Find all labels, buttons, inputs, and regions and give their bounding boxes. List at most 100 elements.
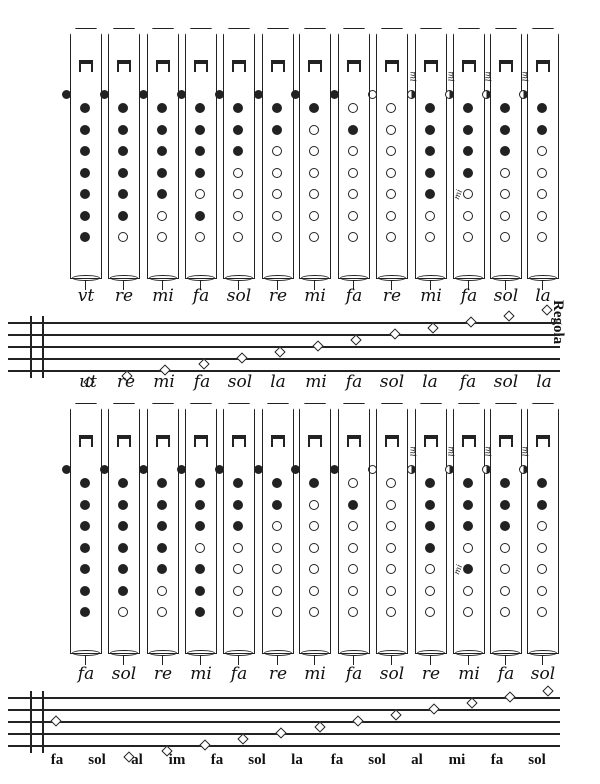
recorder-window <box>156 435 170 439</box>
syllable-upper: fa <box>77 664 95 684</box>
finger-hole-6 <box>463 585 473 596</box>
recorder-window-edge <box>206 62 208 72</box>
finger-hole-1 <box>500 478 510 488</box>
recorder-window-edge <box>347 437 349 447</box>
syllable-upper: re <box>153 664 173 684</box>
staff-line <box>25 358 560 360</box>
recorder-stem <box>314 655 316 665</box>
clef-line <box>8 697 28 699</box>
thumb-hole <box>254 465 263 474</box>
recorder-head <box>490 403 522 433</box>
finger-hole-7 <box>537 607 547 617</box>
thumb-hole <box>482 90 491 99</box>
recorder-head <box>453 403 485 433</box>
syllable-lower: fa <box>210 752 224 768</box>
recorder-stem <box>238 280 240 290</box>
staff-line <box>25 733 560 735</box>
finger-hole-5 <box>500 564 510 574</box>
thumb-hole <box>445 465 454 474</box>
recorder-window-edge <box>194 62 196 72</box>
finger-hole-1 <box>309 478 319 488</box>
finger-hole-6 <box>157 585 167 596</box>
recorder-7 <box>291 28 331 290</box>
recorder-window <box>117 60 131 64</box>
finger-hole-4 <box>463 167 473 178</box>
finger-hole-7 <box>80 607 90 617</box>
finger-hole-4 <box>157 167 167 178</box>
syllable-lower: im <box>168 752 186 768</box>
finger-hole-3 <box>233 521 243 531</box>
recorder-window-edge <box>91 62 93 72</box>
recorder-9 <box>368 403 408 665</box>
clef-bar <box>42 316 44 378</box>
syllable-upper: fa <box>192 286 210 306</box>
finger-hole-4 <box>309 167 319 178</box>
recorder-3 <box>139 28 179 290</box>
staff-note <box>350 334 363 346</box>
finger-hole-7 <box>463 232 473 242</box>
finger-hole-7 <box>500 607 510 617</box>
recorder-stem <box>238 655 240 665</box>
thumb-mark: mi <box>446 71 456 82</box>
staff-note <box>237 733 249 745</box>
recorder-head <box>376 28 408 58</box>
recorder-window-edge <box>156 437 158 447</box>
recorder-head <box>338 403 370 433</box>
finger-hole-5 <box>118 564 128 574</box>
clef-line <box>8 733 28 735</box>
finger-hole-2 <box>272 499 282 510</box>
recorder-10: mi <box>407 28 447 290</box>
finger-hole-2 <box>195 124 205 135</box>
recorder-window-edge <box>232 62 234 72</box>
clef-line <box>8 370 28 372</box>
recorder-head <box>223 403 255 433</box>
recorder-8 <box>330 28 370 290</box>
thumb-hole <box>407 90 416 99</box>
finger-hole-4 <box>425 542 435 553</box>
recorder-stem <box>430 655 432 665</box>
recorder-window <box>271 60 285 64</box>
recorder-window-edge <box>499 437 501 447</box>
finger-hole-7 <box>309 232 319 242</box>
staff-note <box>388 328 401 340</box>
thumb-hole <box>139 465 148 474</box>
thumb-hole <box>215 90 224 99</box>
recorder-stem <box>123 280 125 290</box>
thumb-hole <box>330 90 339 99</box>
recorder-stem <box>277 280 279 290</box>
finger-hole-2 <box>118 499 128 510</box>
thumb-hole <box>177 90 186 99</box>
recorder-window-edge <box>397 62 399 72</box>
clef-line <box>8 358 28 360</box>
finger-hole-2 <box>118 124 128 135</box>
recorder-head <box>108 28 140 58</box>
staff-note <box>542 685 554 697</box>
recorder-window-edge <box>117 62 119 72</box>
finger-hole-7 <box>386 232 396 242</box>
finger-hole-2 <box>348 124 358 135</box>
finger-hole-7 <box>195 232 205 242</box>
recorder-window-edge <box>474 62 476 72</box>
thumb-hole <box>482 465 491 474</box>
finger-hole-5 <box>537 564 547 574</box>
finger-hole-4 <box>309 542 319 553</box>
finger-hole-5 <box>386 189 396 199</box>
recorder-window-edge <box>129 62 131 72</box>
recorder-window <box>536 435 550 439</box>
finger-hole-4 <box>80 542 90 553</box>
syllable-upper: mi <box>190 664 212 684</box>
syllable-lower: sol <box>227 372 253 392</box>
recorder-window <box>462 435 476 439</box>
recorder-stem <box>542 280 544 290</box>
recorder-head <box>147 28 179 58</box>
finger-hole-3 <box>118 146 128 156</box>
finger-hole-4 <box>80 167 90 178</box>
finger-hole-2 <box>386 499 396 510</box>
recorder-window-edge <box>156 62 158 72</box>
recorder-10: mi <box>407 403 447 665</box>
clef-line <box>8 709 28 711</box>
recorder-window-edge <box>79 437 81 447</box>
staff-note <box>199 739 211 751</box>
